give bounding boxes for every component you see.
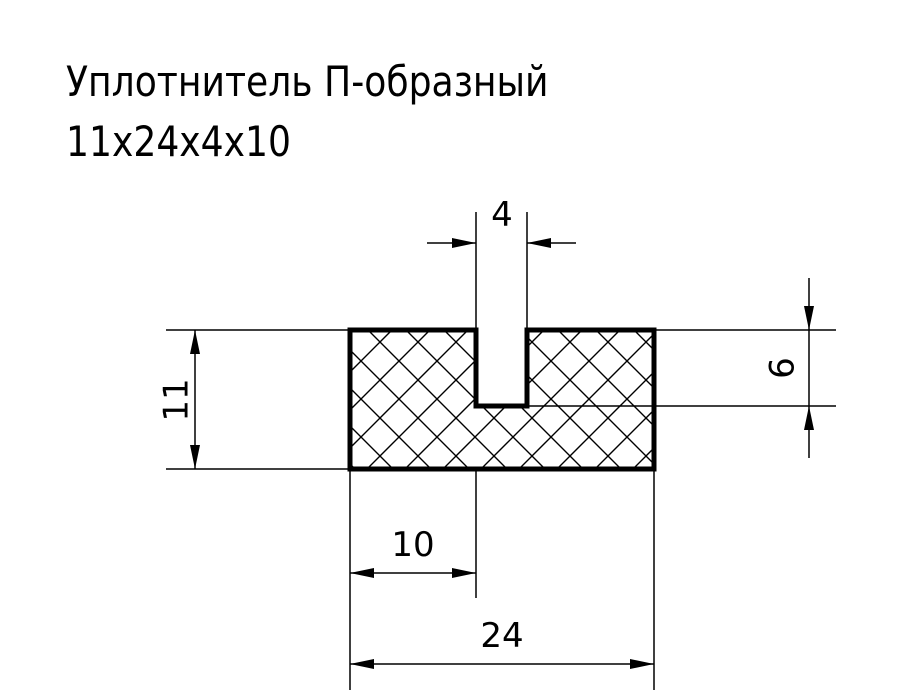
dimension-label-total-width: 24: [480, 616, 523, 656]
extension-lines: [166, 212, 836, 690]
dimension-slot-width: 4: [427, 195, 576, 248]
dimension-label-slot-width: 4: [491, 195, 513, 235]
dimension-left-width: 10: [350, 525, 476, 578]
dimension-label-slot-depth: 6: [763, 357, 803, 379]
title-line-1: Уплотнитель П-образный: [66, 57, 549, 106]
dimension-label-left-width: 10: [391, 525, 434, 565]
profile-section: [347, 327, 657, 472]
dimension-label-total-height: 11: [157, 378, 197, 421]
dimension-slot-depth: 6: [763, 278, 814, 458]
dimension-total-height: 11: [157, 330, 200, 469]
drawing-title: Уплотнитель П-образный 11x24x4x10: [66, 52, 549, 172]
dimension-total-width: 24: [350, 616, 654, 669]
title-line-2: 11x24x4x10: [66, 117, 291, 166]
